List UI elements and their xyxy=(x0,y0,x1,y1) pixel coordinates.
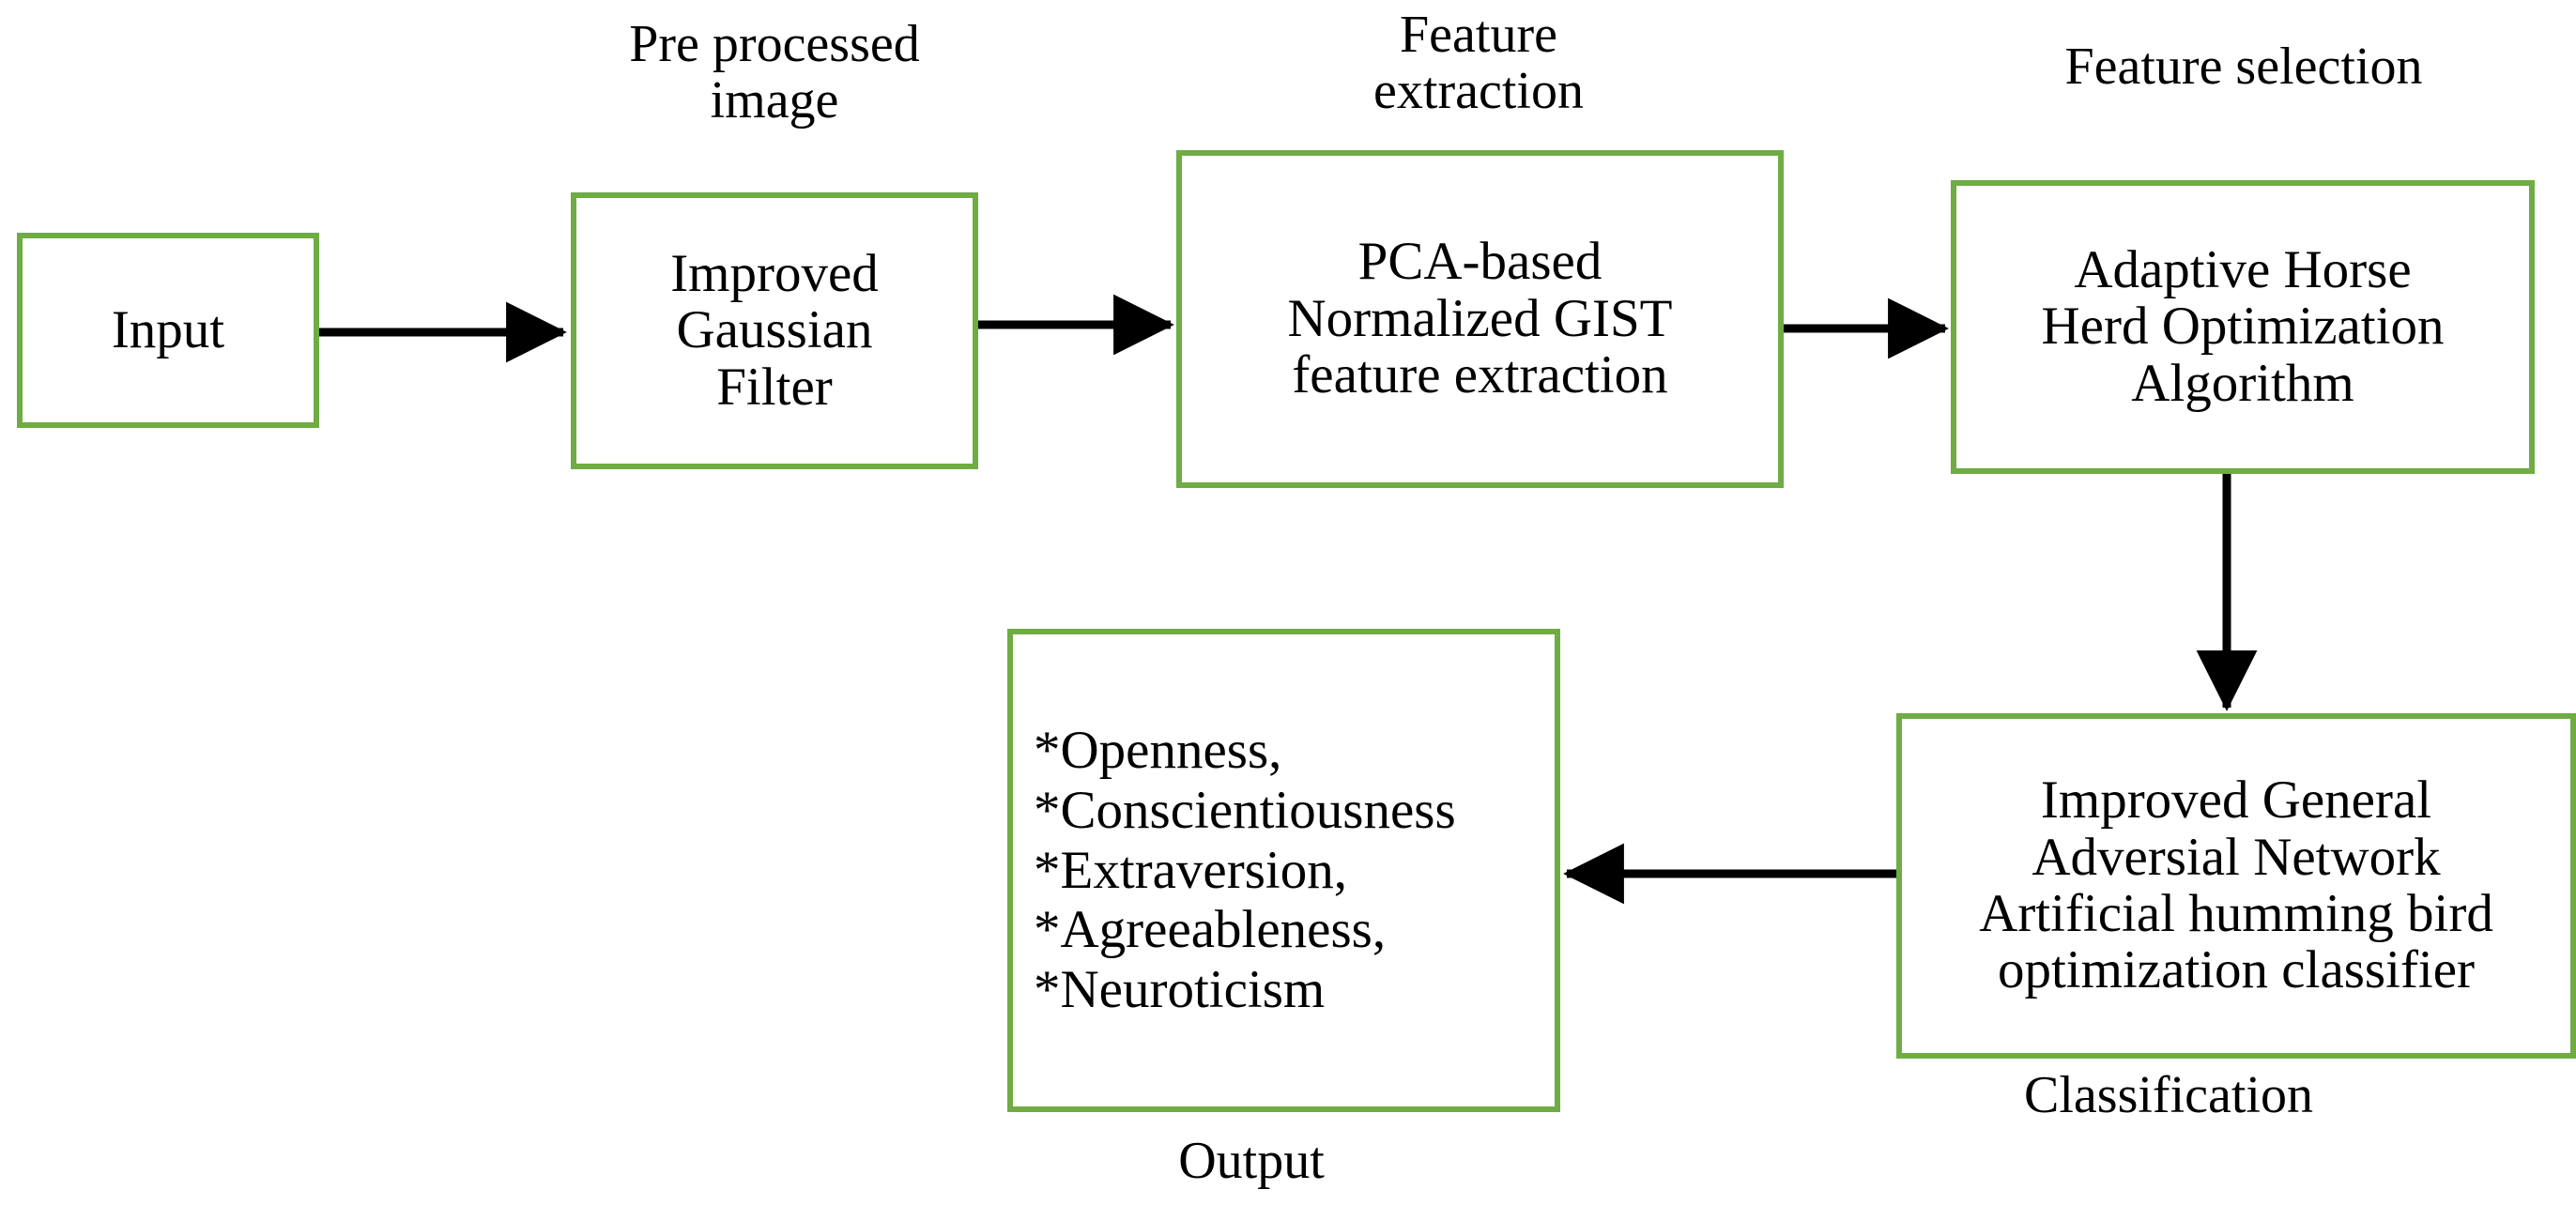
node-preprocess-label: Improved Gaussian Filter xyxy=(670,243,879,417)
caption-preprocessed-image: Pre processed image xyxy=(629,15,920,130)
node-preprocess[interactable]: Improved Gaussian Filter xyxy=(571,192,978,469)
caption-output: Output xyxy=(1178,1132,1325,1190)
node-input[interactable]: Input xyxy=(17,233,319,428)
caption-feature-extraction: Feature extraction xyxy=(1373,6,1584,120)
node-feature-extraction-label: PCA-based Normalized GIST feature extrac… xyxy=(1287,232,1673,405)
node-output-label: *Openness, *Conscientiousness *Extravers… xyxy=(1034,720,1456,1020)
node-feature-extraction[interactable]: PCA-based Normalized GIST feature extrac… xyxy=(1176,150,1784,488)
node-classification[interactable]: Improved General Adversial Network Artif… xyxy=(1896,713,2576,1059)
node-input-label: Input xyxy=(111,299,225,359)
caption-feature-selection: Feature selection xyxy=(2064,38,2423,96)
caption-classification: Classification xyxy=(2024,1066,2313,1124)
node-feature-selection[interactable]: Adaptive Horse Herd Optimization Algorit… xyxy=(1951,180,2535,474)
node-output[interactable]: *Openness, *Conscientiousness *Extravers… xyxy=(1007,629,1560,1112)
node-feature-selection-label: Adaptive Horse Herd Optimization Algorit… xyxy=(2041,239,2445,413)
node-classification-label: Improved General Adversial Network Artif… xyxy=(1979,770,2493,1000)
